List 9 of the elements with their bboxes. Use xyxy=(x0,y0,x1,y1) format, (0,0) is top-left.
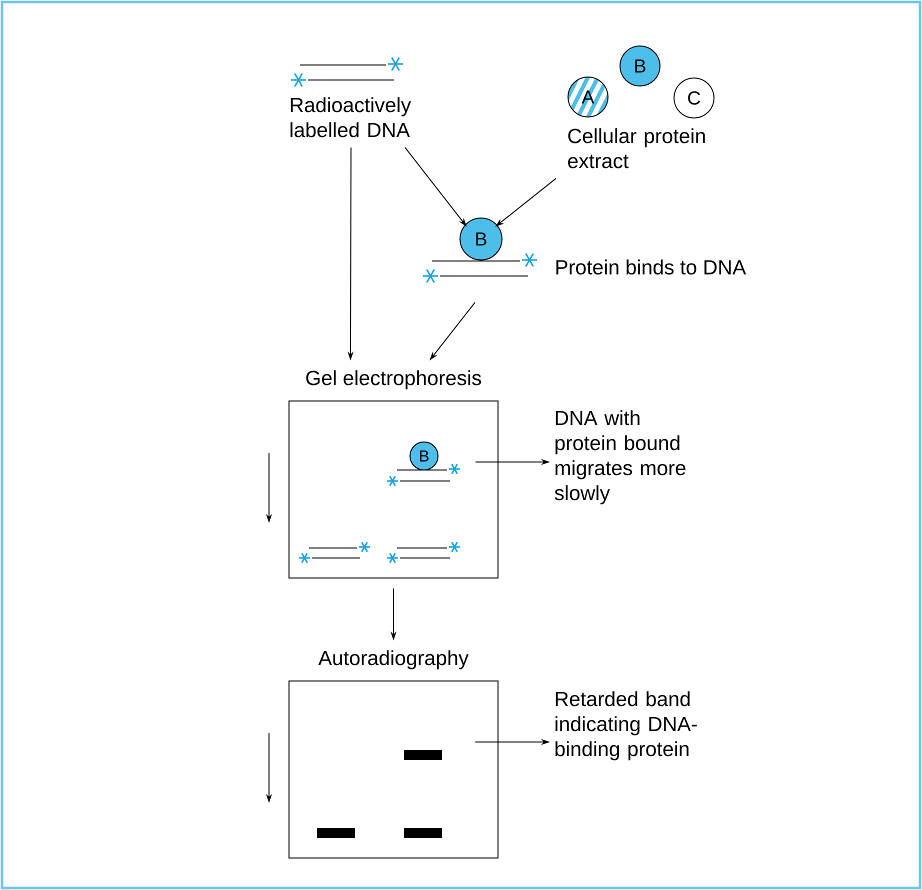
node-label: Gel electrophoresis xyxy=(306,370,482,390)
caption-text: Retarded band indicating DNA-binding protein xyxy=(556,691,697,760)
caption-text: Protein binds to DNA xyxy=(556,259,746,275)
caption-text: Radioactively labelled DNA xyxy=(290,97,412,138)
caption-text: DNA with protein bound migrates more slowly xyxy=(554,410,686,504)
caption-text: Cellular protein extract xyxy=(568,128,705,168)
gel-box: Autoradiography xyxy=(288,650,498,858)
band xyxy=(404,750,442,760)
node-label: Autoradiography xyxy=(318,650,469,670)
